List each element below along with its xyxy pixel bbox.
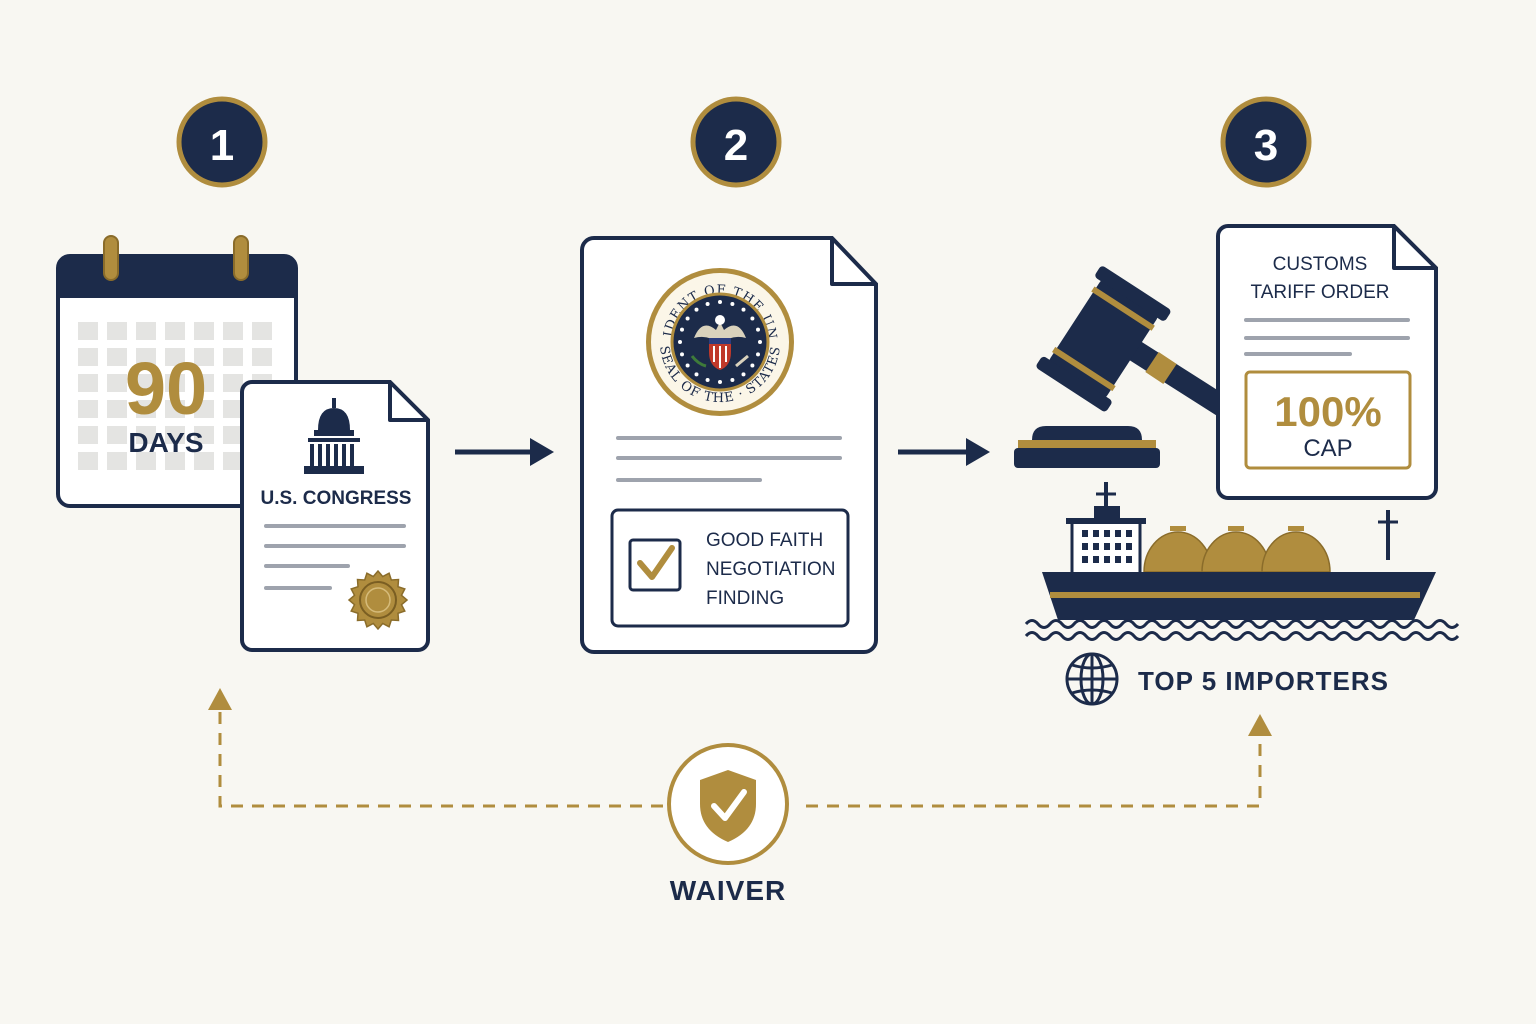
step-1-number: 1 bbox=[210, 121, 234, 170]
arrow-step-2-to-3 bbox=[898, 438, 990, 466]
checkmark-icon bbox=[637, 545, 675, 580]
step-2-number: 2 bbox=[724, 121, 748, 170]
top-importers-label: TOP 5 IMPORTERS bbox=[1138, 666, 1389, 696]
waiver-arrowhead-right bbox=[1248, 714, 1272, 736]
calendar-days-label: DAYS bbox=[128, 427, 203, 458]
shield-check-icon bbox=[667, 743, 789, 865]
step-1-badge: 1 bbox=[176, 96, 268, 188]
calendar-days-number: 90 bbox=[125, 347, 207, 430]
cap-label: CAP bbox=[1303, 435, 1352, 462]
step-2-badge: 2 bbox=[690, 96, 782, 188]
waiver-label: WAIVER bbox=[670, 875, 786, 906]
waiver-path bbox=[208, 688, 1272, 808]
lng-ship-icon bbox=[1024, 482, 1460, 641]
order-title-line-1: CUSTOMS bbox=[1273, 254, 1368, 275]
good-faith-finding-box: GOOD FAITH NEGOTIATION FINDING bbox=[610, 508, 850, 628]
step-3-badge: 3 bbox=[1220, 96, 1312, 188]
finding-line-2: NEGOTIATION bbox=[706, 559, 835, 580]
finding-line-3: FINDING bbox=[706, 588, 784, 609]
customs-tariff-order-document: CUSTOMS TARIFF ORDER 100% CAP bbox=[1216, 224, 1438, 500]
capitol-icon bbox=[304, 398, 364, 474]
checkbox-icon bbox=[628, 538, 682, 592]
waiver-arrowhead-left bbox=[208, 688, 232, 710]
finding-line-1: GOOD FAITH bbox=[706, 530, 823, 551]
congress-document: U.S. CONGRESS bbox=[240, 380, 430, 652]
order-title-line-2: TARIFF ORDER bbox=[1251, 282, 1390, 303]
step-3-number: 3 bbox=[1254, 121, 1278, 170]
seal-icon bbox=[347, 569, 409, 631]
congress-title: U.S. CONGRESS bbox=[261, 488, 412, 509]
gavel-icon bbox=[1014, 266, 1233, 468]
globe-icon bbox=[1065, 652, 1119, 706]
cap-value: 100% bbox=[1274, 388, 1381, 435]
arrow-step-1-to-2 bbox=[455, 438, 554, 466]
cap-box bbox=[1244, 370, 1412, 470]
